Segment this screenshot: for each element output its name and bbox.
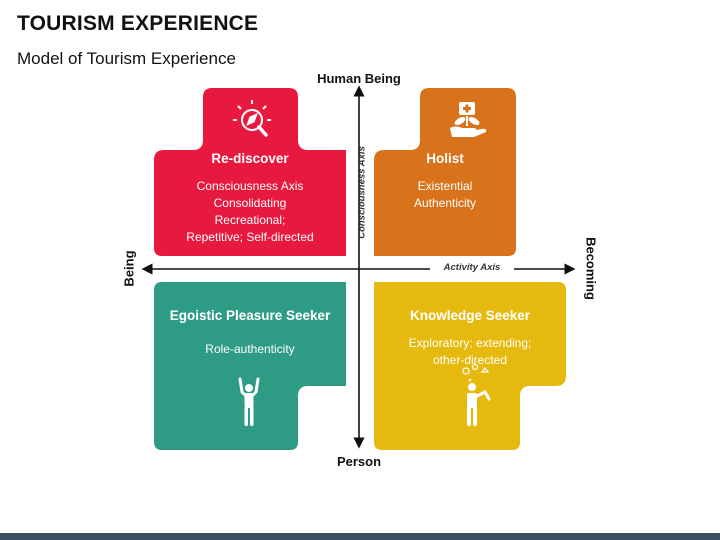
axis-label-left: Being [121, 250, 137, 287]
quadrant-rediscover-line-4: Repetitive; Self-directed [186, 230, 314, 244]
quadrant-holist-title: Holist [426, 151, 464, 166]
quadrant-holist-line-2: Authenticity [413, 196, 477, 210]
quadrant-knowledge: Knowledge Seeker Exploratory; extending;… [374, 308, 566, 369]
axis-label-right: Becoming [583, 237, 599, 300]
quadrant-knowledge-line-2: other-directed [432, 353, 508, 367]
page-title: TOURISM EXPERIENCE [17, 12, 259, 35]
quadrant-rediscover-title: Re-discover [211, 151, 289, 166]
vertical-axis-name: Consciousness Axis [356, 146, 368, 239]
quadrant-rediscover-body: Consciousness Axis Consolidating Recreat… [154, 178, 346, 246]
cheering-person-icon [238, 377, 260, 426]
axis-label-bottom: Person [336, 454, 382, 469]
quadrant-knowledge-title: Knowledge Seeker [409, 308, 531, 323]
quadrant-knowledge-shape [374, 282, 566, 450]
hand-plant-medical-icon [450, 102, 487, 137]
quadrant-holist: Holist Existential Authenticity [374, 151, 516, 212]
quadrant-egoistic-line-1: Role-authenticity [205, 342, 295, 356]
quadrant-rediscover-line-2: Consolidating [213, 196, 287, 210]
thinking-person-icon [462, 363, 491, 426]
quadrant-knowledge-line-1: Exploratory; extending; [408, 336, 532, 350]
axis-label-top: Human Being [317, 71, 401, 86]
quadrant-knowledge-body: Exploratory; extending; other-directed [374, 335, 566, 369]
quadrant-rediscover: Re-discover Consciousness Axis Consolida… [154, 151, 346, 246]
quadrant-holist-line-1: Existential [417, 179, 473, 193]
page-subtitle: Model of Tourism Experience [17, 49, 236, 68]
quadrant-rediscover-line-1: Consciousness Axis [196, 179, 304, 193]
footer-bar [0, 533, 720, 540]
quadrant-holist-body: Existential Authenticity [374, 178, 516, 212]
quadrant-egoistic-shape [154, 282, 346, 450]
quadrant-egoistic-body: Role-authenticity [154, 341, 346, 358]
quadrant-egoistic: Egoistic Pleasure Seeker Role-authentici… [154, 308, 346, 358]
quadrant-rediscover-shape [154, 88, 346, 256]
quadrant-rediscover-line-3: Recreational; [214, 213, 286, 227]
horizontal-axis-name: Activity Axis [430, 262, 514, 273]
quadrant-egoistic-title: Egoistic Pleasure Seeker [169, 308, 331, 323]
magnifier-compass-icon [233, 100, 271, 137]
